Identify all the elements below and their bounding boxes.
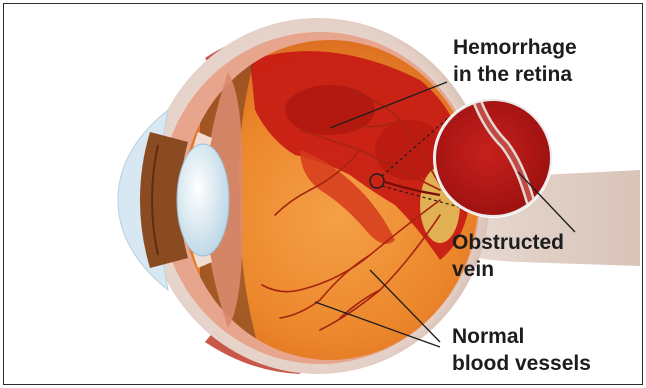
hemorrhage-label-line-2: in the retina: [453, 61, 577, 88]
normal-vessels-label-line-1: Normal: [452, 323, 591, 350]
normal-vessels-label-line-2: blood vessels: [452, 350, 591, 377]
obstructed-vein-label: Obstructed vein: [452, 229, 564, 283]
hemorrhage-label-line-1: Hemorrhage: [453, 34, 577, 61]
obstructed-vein-label-line-2: vein: [452, 256, 564, 283]
normal-vessels-label: Normal blood vessels: [452, 323, 591, 377]
hemorrhage-label: Hemorrhage in the retina: [453, 34, 577, 88]
obstructed-vein-label-line-1: Obstructed: [452, 229, 564, 256]
lens: [177, 144, 229, 256]
